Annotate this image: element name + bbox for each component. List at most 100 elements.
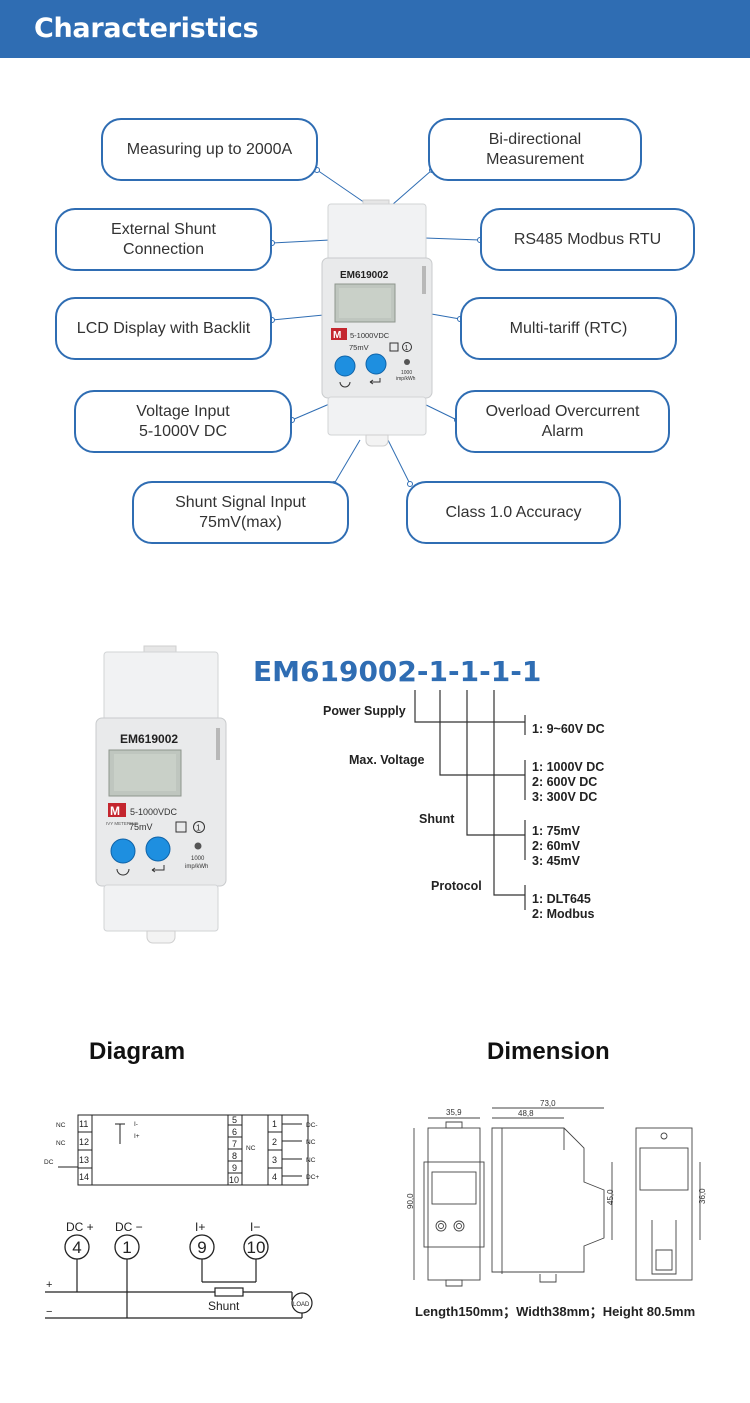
meter-device-image-2: EM619002 M IVY METERING 5-1000VDC 75mV 1…: [95, 645, 227, 944]
device-pulse-top-2: 1000: [191, 856, 205, 862]
dim-height: 90,0: [406, 1193, 415, 1209]
terminal-13: 13: [79, 1155, 89, 1165]
label-dc-minus: DC-: [306, 1122, 318, 1129]
terminal-12: 12: [79, 1137, 89, 1147]
bus-minus-label: −: [46, 1306, 52, 1318]
terminal-4: 4: [272, 1172, 277, 1182]
label-i-minus: I-: [134, 1121, 138, 1128]
device-shunt-label: 75mV: [349, 343, 369, 352]
dim-side-height: 36,0: [698, 1188, 707, 1204]
option-shunt-3: 3: 45mV: [532, 854, 580, 868]
circle-num-4: 4: [72, 1238, 81, 1257]
option-protocol-1: 1: DLT645: [532, 892, 591, 906]
device-class-label-2: 1: [196, 823, 201, 833]
circle-num-9: 9: [197, 1238, 206, 1257]
model-code: EM619002-1-1-1-1: [253, 655, 542, 688]
scroll-knob[interactable]: [334, 355, 356, 377]
option-voltage-1: 1: 1000V DC: [532, 760, 605, 774]
group-label-max-voltage: Max. Voltage: [349, 753, 425, 767]
terminal-7: 7: [232, 1139, 237, 1149]
terminal-11: 11: [79, 1119, 88, 1129]
option-shunt-2: 2: 60mV: [532, 839, 580, 853]
group-label-power-supply: Power Supply: [323, 704, 406, 718]
label-nc-mid: NC: [246, 1145, 256, 1152]
dim-mid-height: 45,0: [606, 1189, 615, 1205]
svg-text:M: M: [333, 330, 341, 341]
option-shunt-1: 1: 75mV: [532, 824, 580, 838]
terminal-14: 14: [79, 1172, 89, 1182]
circle-label-dc-plus: DC +: [66, 1220, 94, 1234]
dimension-caption: Length150mm；Width38mm；Height 80.5mm: [415, 1304, 696, 1319]
enter-arrow-icon-2: [151, 865, 165, 873]
feature-multitariff: Multi-tariff (RTC): [460, 297, 677, 360]
group-label-shunt: Shunt: [419, 812, 455, 826]
label-nc-3: NC: [306, 1157, 316, 1164]
label-dc-input: DC: [44, 1159, 54, 1166]
circle-num-1: 1: [122, 1238, 131, 1257]
scroll-knob-2[interactable]: [110, 838, 136, 864]
feature-external-shunt: External Shunt Connection: [55, 208, 272, 271]
circle-label-i-minus: I−: [250, 1220, 260, 1234]
brand-logo: M: [331, 328, 347, 341]
dimension-drawing: 35,9 73,0 48,8 90,0 45,0 36,0: [406, 1100, 707, 1287]
label-nc-11: NC: [56, 1122, 66, 1129]
diagram-title: Diagram: [89, 1038, 186, 1065]
feature-lcd: LCD Display with Backlit: [55, 297, 272, 360]
option-power-1: 1: 9~60V DC: [532, 722, 605, 736]
device-model-label-2: EM619002: [120, 732, 178, 746]
wiring-diagram: 11 12 13 14 5 6 7 8 9 10 1 2 3 4 DC- NC …: [44, 1114, 319, 1319]
load-label: LOAD: [293, 1302, 310, 1308]
label-dc-plus: DC+: [306, 1174, 319, 1181]
terminal-3: 3: [272, 1155, 277, 1165]
scroll-arrow-icon-2: [116, 868, 130, 876]
feature-shunt-signal: Shunt Signal Input 75mV(max): [132, 481, 349, 544]
enter-arrow-icon: [369, 378, 381, 385]
terminal-8: 8: [232, 1151, 237, 1161]
device-shunt-label-2: 75mV: [129, 822, 153, 832]
label-nc-2: NC: [306, 1139, 316, 1146]
device-voltage-label: 5-1000VDC: [350, 331, 390, 340]
svg-text:M: M: [110, 804, 120, 818]
section-header: Characteristics: [0, 0, 750, 58]
option-protocol-2: 2: Modbus: [532, 907, 595, 921]
feature-overload: Overload Overcurrent Alarm: [455, 390, 670, 453]
section-title: Characteristics: [34, 13, 259, 44]
terminal-6: 6: [232, 1127, 237, 1137]
device-pulse-top: 1000: [401, 370, 412, 376]
meter-device-image: EM619002 M 5-1000VDC 75mV 1 1000 imp/kWh: [321, 199, 433, 447]
option-voltage-3: 3: 300V DC: [532, 790, 598, 804]
scroll-arrow-icon: [339, 381, 351, 388]
dim-total-width: 73,0: [540, 1100, 556, 1108]
device-class-label: 1: [405, 345, 409, 352]
device-model-label: EM619002: [340, 270, 389, 281]
terminal-1: 1: [272, 1119, 277, 1129]
circle-label-dc-minus: DC −: [115, 1220, 143, 1234]
label-i-plus: I+: [134, 1133, 140, 1140]
shunt-label: Shunt: [208, 1299, 240, 1313]
device-brand-label-2: IVY METERING: [106, 821, 139, 826]
feature-measuring: Measuring up to 2000A: [101, 118, 318, 181]
group-label-protocol: Protocol: [431, 879, 482, 893]
terminal-5: 5: [232, 1115, 237, 1125]
circle-label-i-plus: I+: [195, 1220, 205, 1234]
bus-plus-label: +: [46, 1279, 52, 1291]
enter-knob-2[interactable]: [145, 836, 171, 862]
dim-front-depth: 35,9: [446, 1108, 462, 1117]
feature-voltage-input: Voltage Input 5-1000V DC: [74, 390, 292, 453]
terminal-10: 10: [229, 1175, 239, 1185]
dim-body-depth: 48,8: [518, 1109, 534, 1118]
feature-rs485: RS485 Modbus RTU: [480, 208, 695, 271]
device-voltage-label-2: 5-1000VDC: [130, 807, 178, 817]
brand-logo-2: M: [108, 803, 126, 818]
terminal-9: 9: [232, 1163, 237, 1173]
terminal-2: 2: [272, 1137, 277, 1147]
option-voltage-2: 2: 600V DC: [532, 775, 598, 789]
circle-num-10: 10: [247, 1238, 266, 1257]
dimension-title: Dimension: [487, 1038, 610, 1065]
device-pulse-bottom: imp/kWh: [396, 376, 416, 382]
label-nc-12: NC: [56, 1140, 66, 1147]
model-code-tree: [414, 690, 526, 910]
feature-bidirectional: Bi-directional Measurement: [428, 118, 642, 181]
device-pulse-bottom-2: imp/kWh: [185, 864, 208, 870]
enter-knob[interactable]: [365, 353, 387, 375]
